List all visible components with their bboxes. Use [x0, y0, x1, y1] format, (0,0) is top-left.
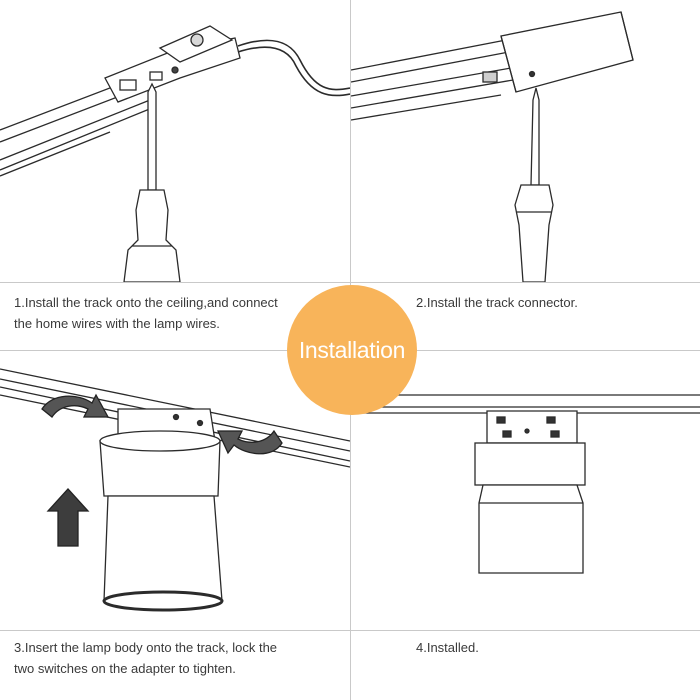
installation-badge: Installation	[287, 285, 417, 415]
step-3-illustration	[0, 351, 350, 630]
installation-badge-label: Installation	[298, 336, 406, 363]
step-2-illustration	[351, 0, 700, 282]
up-arrow-icon	[46, 488, 90, 547]
divider-bottom	[0, 630, 700, 631]
step-2-caption: 2.Install the track connector.	[416, 295, 578, 310]
step-4-illustration	[351, 351, 700, 630]
divider-top-left	[0, 282, 350, 283]
divider-top-right	[350, 282, 700, 283]
curved-arrow-right-icon	[216, 429, 283, 455]
step-1-caption: 1.Install the track onto the ceiling,and…	[14, 295, 278, 331]
step-4-caption: 4.Installed.	[416, 640, 479, 655]
curved-arrow-left-icon	[41, 393, 110, 418]
step-1-illustration	[0, 0, 350, 282]
step-3-caption: 3.Insert the lamp body onto the track, l…	[14, 640, 278, 676]
